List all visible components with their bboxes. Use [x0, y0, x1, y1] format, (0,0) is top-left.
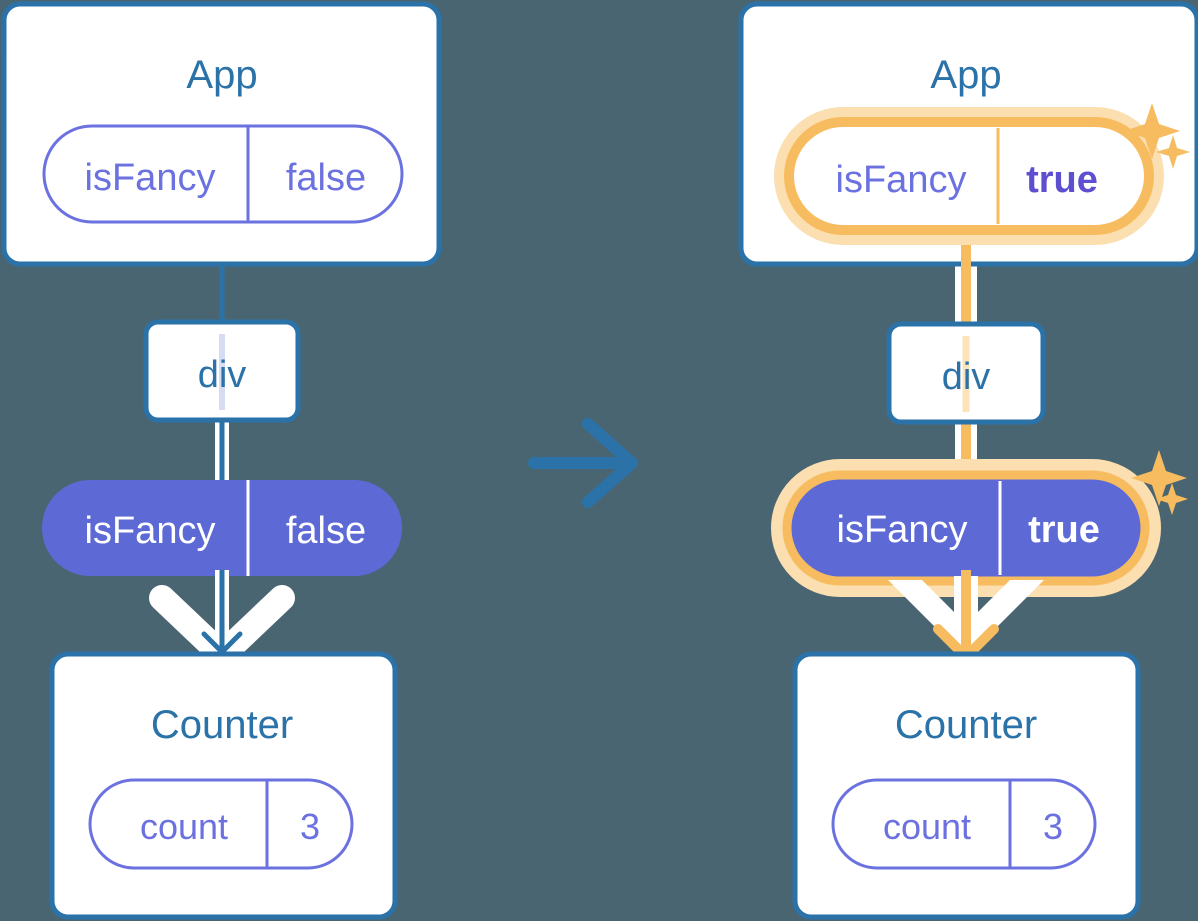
state-pill-isfancy-value: false: [286, 157, 366, 199]
state-pill-isfancy-glow: [774, 107, 1164, 245]
sparkle-group-props: [1131, 450, 1188, 515]
div-node[interactable]: div: [143, 319, 301, 423]
state-pill-isfancy-key: isFancy: [836, 159, 967, 201]
props-pill-isfancy-key: isFancy: [837, 509, 968, 551]
app-card-title: App: [186, 53, 257, 97]
after-panel: App isFancy true div isFancy t: [738, 1, 1198, 920]
props-pill-isfancy[interactable]: isFancy true: [771, 459, 1161, 597]
props-pill-isfancy[interactable]: isFancy false: [42, 480, 402, 576]
div-node-label: div: [198, 354, 247, 396]
transition-arrow: [528, 418, 638, 508]
state-pill-count-value: 3: [1043, 806, 1063, 847]
props-pill-isfancy-value: false: [286, 510, 366, 552]
state-pill-count-body: [88, 778, 354, 870]
sparkle-small-icon: [1156, 135, 1190, 169]
counter-card-title: Counter: [151, 703, 293, 747]
state-pill-isfancy-highlight-ring: [784, 117, 1154, 235]
props-pill-isfancy-key: isFancy: [85, 510, 216, 552]
div-node[interactable]: div: [886, 321, 1046, 425]
state-pill-count-key: count: [140, 806, 228, 847]
arrow-head-casing: [888, 580, 1044, 658]
state-pill-count[interactable]: count 3: [88, 778, 354, 870]
sparkle-large-icon: [1124, 103, 1180, 159]
div-node-label: div: [942, 356, 991, 398]
sparkle-group-app: [1124, 103, 1190, 169]
state-pill-isfancy-body: [42, 124, 404, 224]
before-panel: App isFancy false div isFancy false: [1, 1, 442, 920]
sparkle-large-icon: [1131, 450, 1187, 506]
state-pill-isfancy-key: isFancy: [85, 157, 216, 199]
props-pill-isfancy-value: true: [1028, 509, 1100, 551]
counter-card-title: Counter: [895, 703, 1037, 747]
sparkle-small-icon: [1156, 483, 1188, 515]
state-pill-count-value: 3: [300, 806, 320, 847]
state-pill-count-body: [831, 778, 1097, 870]
props-pill-isfancy-body: [42, 480, 402, 576]
transition-arrow-head: [582, 418, 638, 508]
state-pill-isfancy[interactable]: isFancy false: [42, 124, 404, 224]
state-pill-isfancy[interactable]: isFancy true: [774, 107, 1164, 245]
state-pill-isfancy-value: true: [1026, 159, 1098, 201]
state-pill-count-key: count: [883, 806, 971, 847]
state-pill-count[interactable]: count 3: [831, 778, 1097, 870]
app-card-title: App: [930, 53, 1001, 97]
